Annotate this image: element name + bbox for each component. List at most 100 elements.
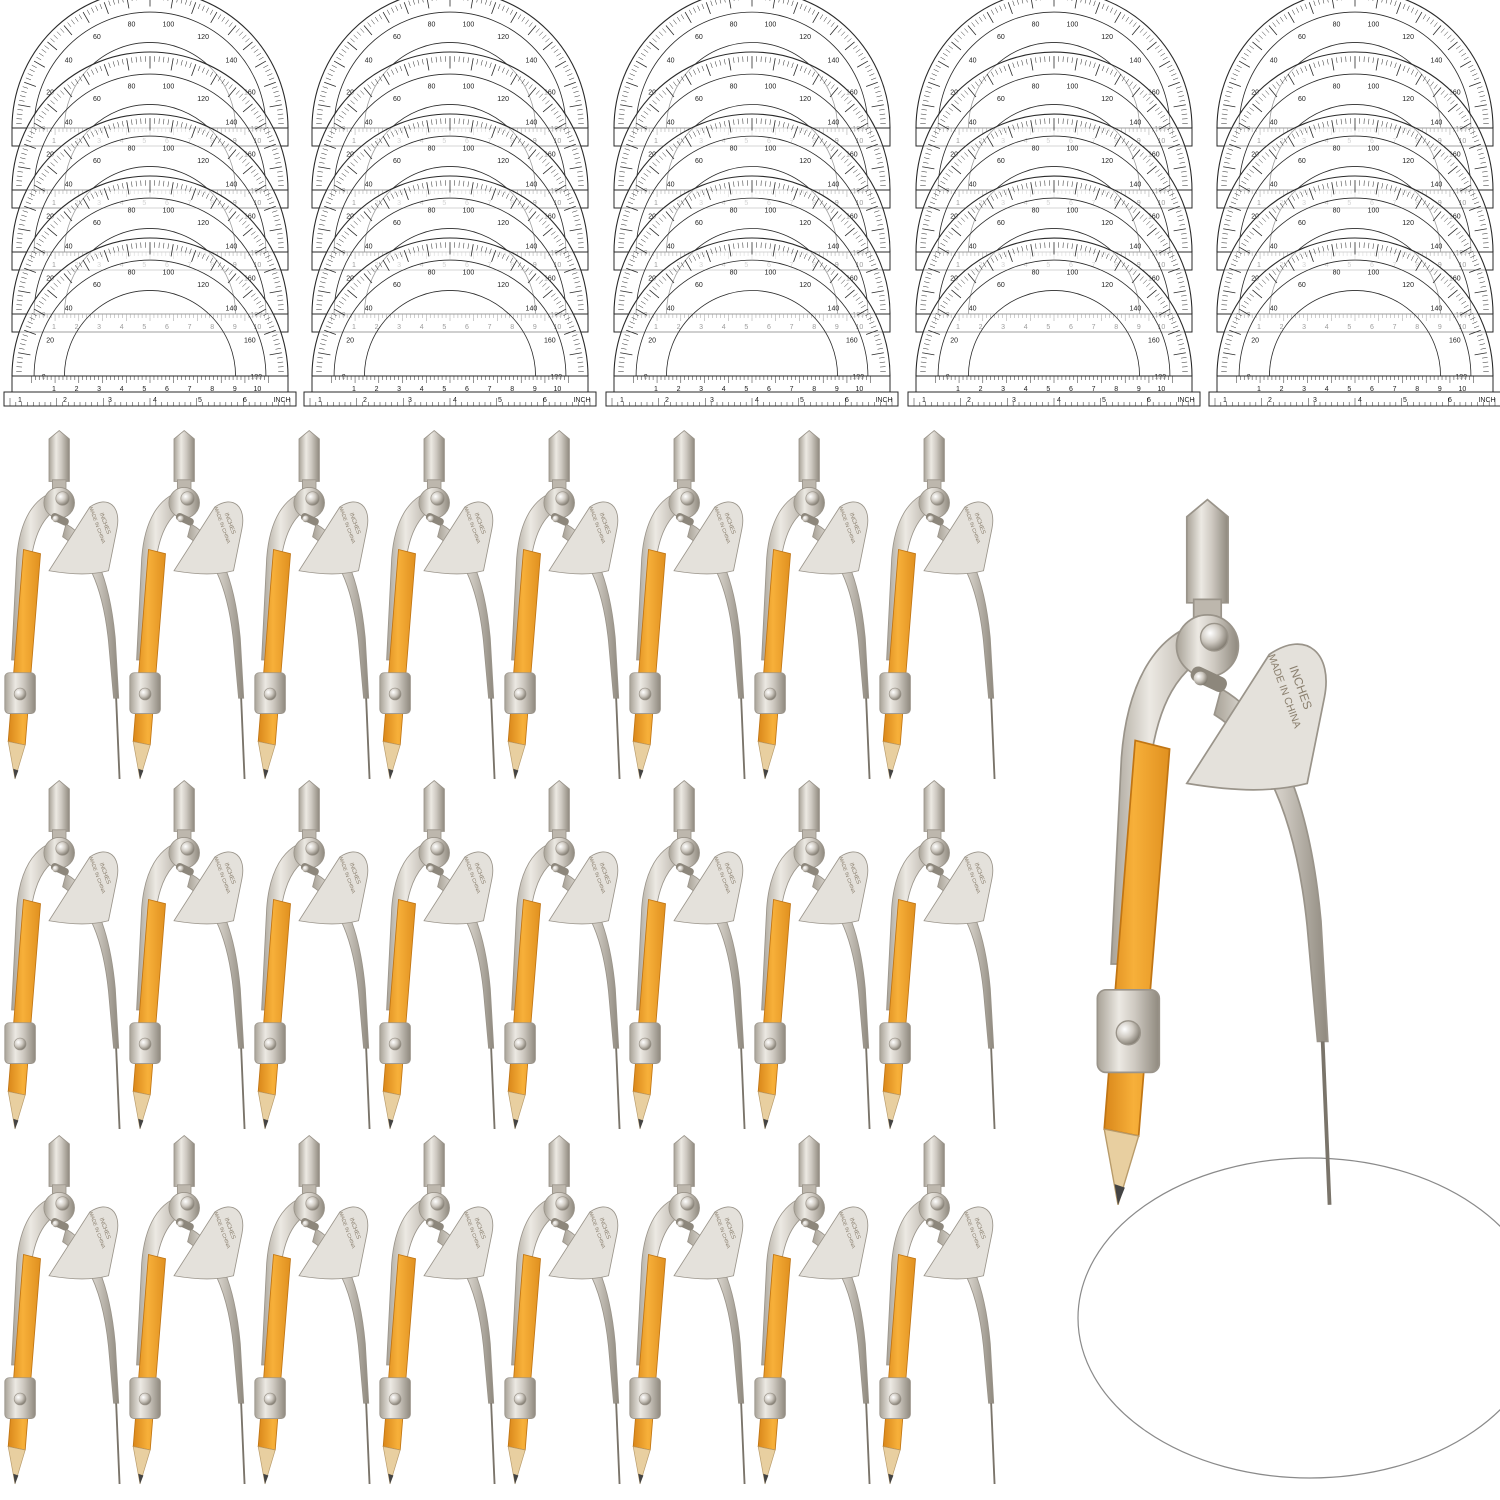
- protractor-tick: [86, 257, 90, 263]
- protractor-tick: [635, 308, 648, 316]
- protractor-degree-label: 80: [428, 83, 436, 90]
- protractor-tick: [1234, 193, 1240, 196]
- protractor-degree-label: 140: [226, 244, 238, 251]
- protractor-tick: [1230, 77, 1237, 81]
- protractor-tick: [1160, 176, 1166, 181]
- protractor-tick: [344, 293, 350, 298]
- compass-dial-plate: [48, 501, 119, 575]
- protractor-degree-label: 140: [1130, 120, 1142, 127]
- protractor-tick: [1440, 152, 1445, 157]
- protractor-inner-arc: [1238, 73, 1472, 191]
- protractor-tick: [873, 148, 880, 151]
- protractor-tick: [1322, 0, 1325, 4]
- protractor-tick: [258, 56, 264, 61]
- protractor-degree-label: 120: [197, 282, 209, 289]
- protractor-tick: [27, 321, 33, 325]
- protractor-tick: [877, 347, 883, 350]
- protractor-tick: [1396, 2, 1402, 15]
- protractor-tick: [21, 338, 27, 341]
- protractor-tick: [525, 205, 529, 211]
- protractor-tick: [1385, 184, 1388, 190]
- protractor-tick: [131, 243, 133, 249]
- pencil-wood-tip: [382, 741, 401, 780]
- protractor-tick: [830, 146, 835, 152]
- protractor-tick: [506, 131, 509, 137]
- protractor-tick: [103, 188, 109, 201]
- protractor-tick: [1447, 34, 1452, 40]
- protractor-tick: [937, 308, 950, 316]
- inch-label: 1: [1223, 397, 1227, 404]
- protractor-tick: [210, 73, 218, 86]
- protractor-degree-label: 160: [846, 152, 858, 159]
- protractor-tick: [990, 257, 994, 263]
- protractor-tick: [765, 180, 767, 187]
- protractor-tick: [1287, 73, 1295, 86]
- protractor-tick: [1236, 188, 1242, 192]
- protractor-tick: [565, 131, 571, 134]
- protractor-tick: [1080, 0, 1082, 3]
- protractor-tick: [386, 257, 390, 263]
- protractor-tick: [1279, 16, 1284, 22]
- protractor-tick: [827, 267, 831, 273]
- protractor-tick: [1291, 9, 1295, 15]
- protractor-tick: [185, 247, 188, 253]
- protractor-tick: [978, 264, 983, 270]
- protractor-tick: [626, 143, 639, 149]
- pencil-wood-tip: [7, 741, 26, 780]
- protractor-tick: [928, 267, 941, 273]
- protractor-tick: [36, 242, 42, 247]
- protractor-tick: [238, 217, 244, 222]
- protractor-tick: [1129, 19, 1133, 25]
- protractor-tick: [931, 73, 937, 77]
- protractor-tick: [1390, 185, 1393, 191]
- protractor-tick: [367, 146, 372, 152]
- protractor-tick: [688, 71, 692, 77]
- protractor-tick: [1181, 109, 1187, 111]
- protractor-tick: [238, 31, 244, 36]
- protractor-tick: [91, 255, 94, 261]
- protractor-tick: [1016, 185, 1019, 191]
- protractor-tick: [847, 224, 852, 229]
- protractor-tick: [1318, 0, 1320, 5]
- protractor-degree-label: 20: [346, 152, 354, 159]
- compass-needle: [865, 698, 871, 780]
- protractor-tick: [27, 197, 33, 201]
- protractor-tick: [33, 184, 46, 192]
- protractor-inner-arc: [937, 73, 1171, 191]
- protractor-tick: [665, 211, 675, 222]
- protractor-tick: [879, 113, 886, 115]
- protractor-tick: [799, 127, 803, 134]
- hinge-knob: [180, 841, 195, 856]
- compass-needle: [615, 698, 621, 780]
- protractor-tick: [1415, 197, 1423, 210]
- protractor-inner-arc: [333, 135, 567, 253]
- protractor-tick: [1375, 182, 1379, 195]
- protractor-inner-arc: [635, 135, 869, 253]
- clamp-screw: [888, 687, 902, 701]
- protractor-tick: [374, 264, 379, 270]
- protractor-tick: [1272, 84, 1277, 90]
- ruler-cm-label: 7: [1092, 386, 1096, 393]
- protractor-tick: [1458, 49, 1464, 53]
- protractor-tick: [1223, 352, 1236, 356]
- protractor-tick: [527, 25, 537, 36]
- protractor-tick: [1071, 57, 1073, 63]
- protractor-tick: [869, 321, 875, 325]
- protractor-tick: [563, 143, 576, 149]
- protractor-tick: [945, 111, 951, 115]
- protractor-tick: [1181, 295, 1187, 297]
- inch-label: 1: [18, 397, 22, 404]
- protractor-tick: [1255, 224, 1260, 229]
- protractor-tick: [38, 114, 44, 119]
- protractor-tick: [999, 67, 1003, 73]
- protractor-tick: [1114, 259, 1122, 272]
- protractor-tick: [210, 135, 218, 148]
- protractor-degree-label: 40: [1270, 58, 1278, 65]
- compass-top-handle: [548, 779, 570, 832]
- protractor-tick: [206, 7, 209, 13]
- protractor-tick: [1261, 217, 1267, 222]
- protractor-tick: [103, 2, 109, 15]
- protractor-degree-label: 60: [997, 34, 1005, 41]
- protractor-tick: [620, 166, 633, 170]
